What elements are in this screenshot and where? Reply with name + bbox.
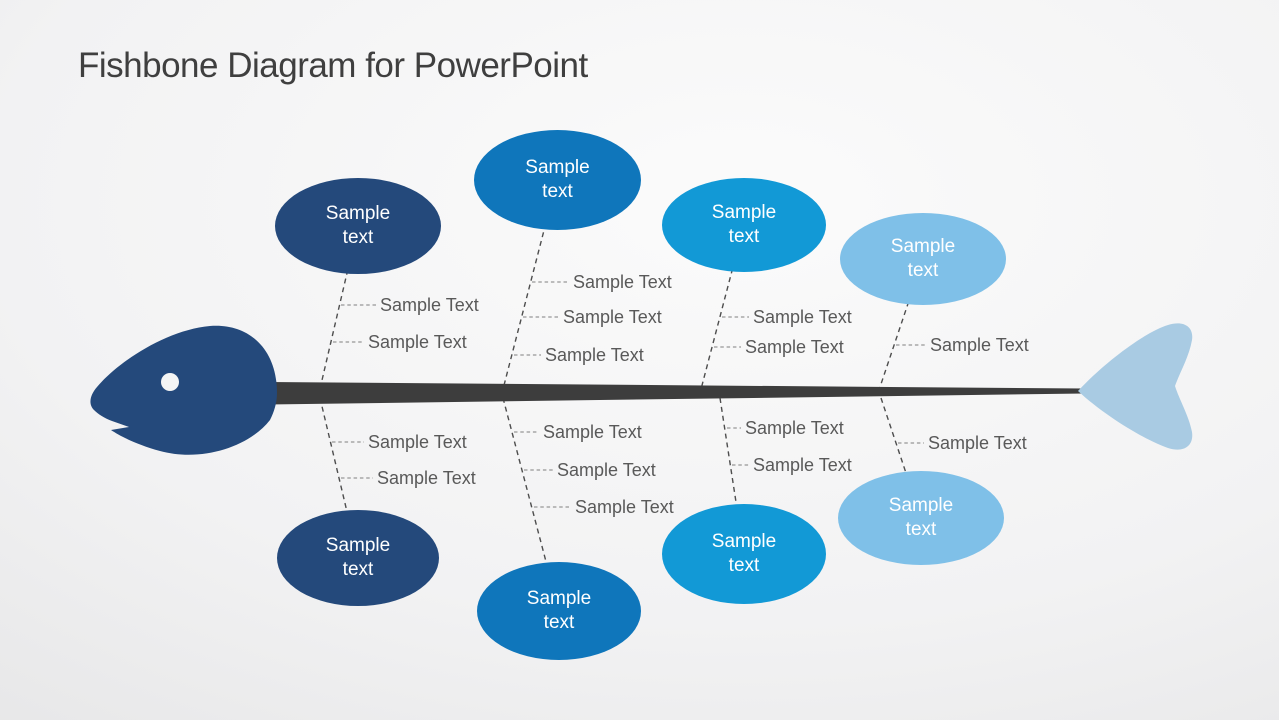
sample-text-label: Sample Text [753,455,852,475]
fish-eye [161,373,179,391]
sample-text-label: Sample Text [368,332,467,352]
cause-ellipse-top-2: Sample text [474,130,641,230]
sample-text-label: Sample Text [545,345,644,365]
cause-ellipse-top-3: Sample text [662,178,826,272]
sample-text-label: Sample Text [573,272,672,292]
sample-text-label: Sample Text [380,295,479,315]
cause-ellipse-bottom-2: Sample text [477,562,641,660]
fish-spine [268,382,1085,405]
branch-line-bottom-4 [880,397,922,519]
label-ticks [332,281,926,508]
sample-text-label: Sample Text [575,497,674,517]
sample-text-label: Sample Text [745,337,844,357]
sample-text-label: Sample Text [377,468,476,488]
cause-ellipse-top-4: Sample text [840,213,1006,305]
fish-head [90,325,277,455]
cause-ellipse-bottom-1: Sample text [277,510,439,606]
slide-title: Fishbone Diagram for PowerPoint [78,46,588,85]
sample-text-label: Sample Text [753,307,852,327]
cause-ellipse-bottom-4: Sample text [838,471,1004,565]
sample-text-label: Sample Text [557,460,656,480]
sample-text-label: Sample Text [928,433,1027,453]
fish-tail [1078,323,1193,450]
sample-text-label: Sample Text [543,422,642,442]
sample-text-label: Sample Text [368,432,467,452]
sample-text-label: Sample Text [745,418,844,438]
sample-text-label: Sample Text [563,307,662,327]
cause-ellipse-bottom-3: Sample text [662,504,826,604]
sample-text-label: Sample Text [930,335,1029,355]
branch-line-top-4 [877,258,924,394]
cause-ellipse-top-1: Sample text [275,178,441,274]
